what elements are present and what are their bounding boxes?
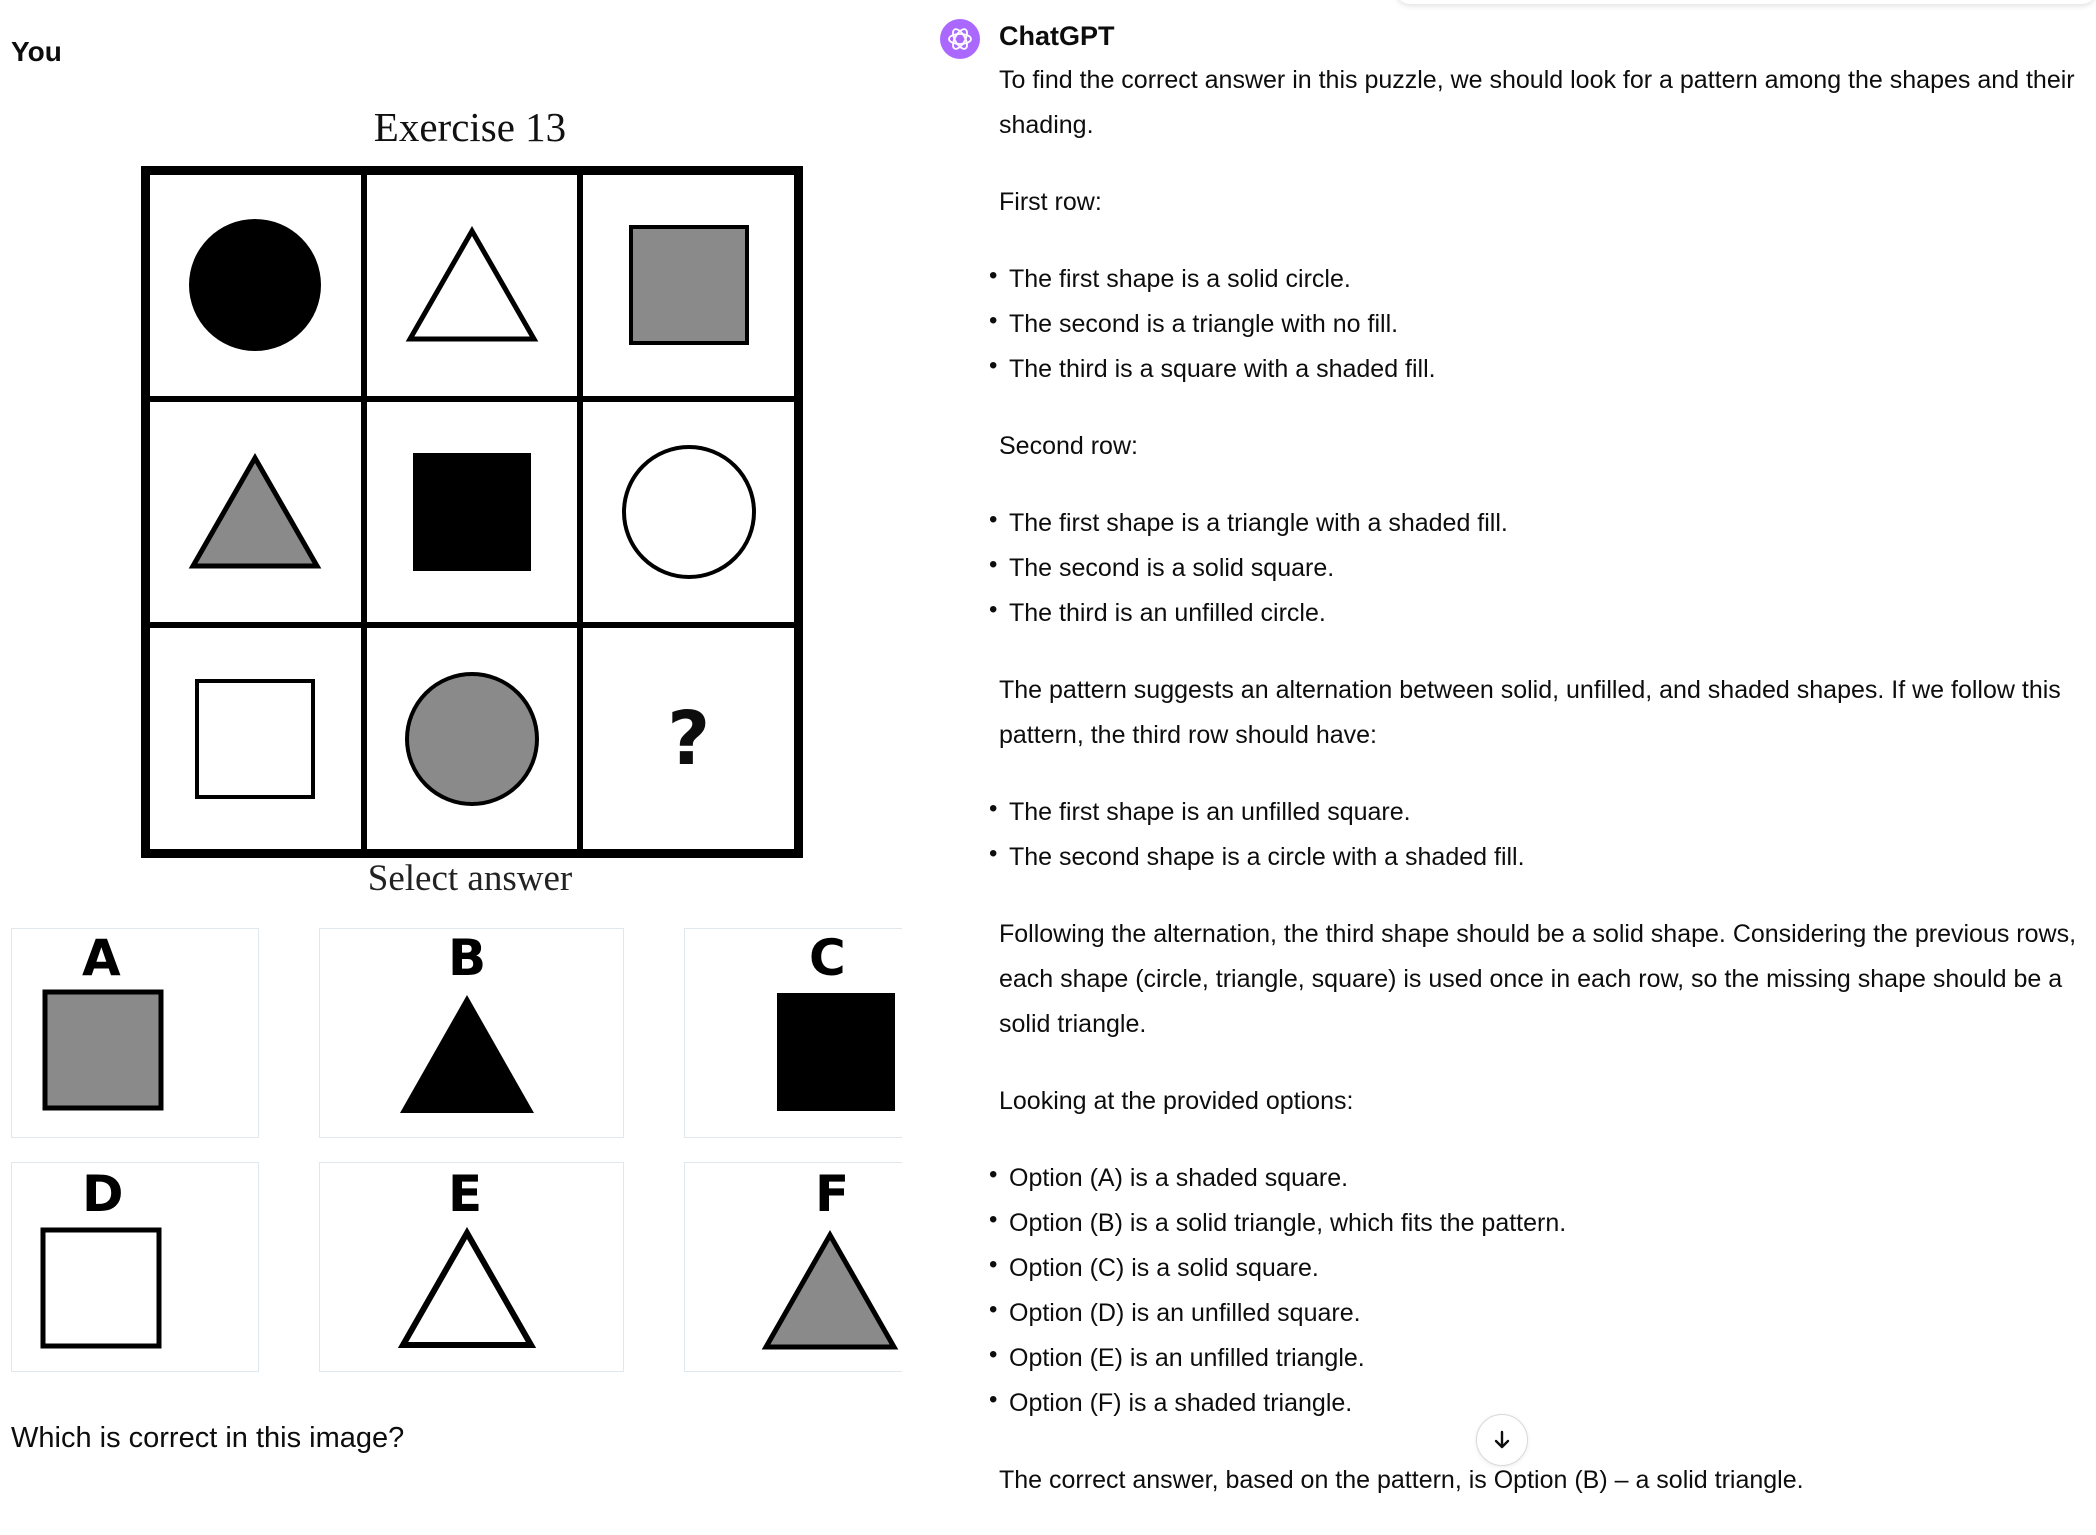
grid-cell-7 (147, 625, 364, 852)
assistant-name: ChatGPT (999, 21, 1115, 51)
shaded-circle-shape (404, 671, 539, 806)
option-letter: D (82, 1165, 124, 1223)
question-mark: ? (667, 695, 711, 782)
option-b: B (319, 928, 624, 1138)
row1-heading: First row: (999, 188, 1102, 216)
option-letter: F (815, 1165, 850, 1223)
option-letter: E (448, 1165, 483, 1223)
shaded-square-shape (628, 225, 749, 346)
solid-square-shape (777, 993, 895, 1111)
alternation-text: Following the alternation, the third sha… (999, 920, 2077, 1038)
grid-cell-2 (363, 172, 581, 399)
assistant-response: To find the correct answer in this puzzl… (989, 58, 2091, 1535)
grid-cell-6 (580, 398, 797, 626)
option-letter: A (82, 929, 121, 987)
list-item: Option (C) is a solid square. (989, 1242, 2091, 1291)
shaded-square-shape (42, 989, 164, 1111)
puzzle-title: Exercise 13 (373, 104, 567, 150)
option-f: F (684, 1162, 902, 1372)
list-item: Option (D) is an unfilled square. (989, 1287, 2091, 1336)
list-item: Option (A) is a shaded square. (989, 1152, 2091, 1201)
openai-logo-icon (948, 28, 972, 50)
list-item: The first shape is a triangle with a sha… (989, 497, 2091, 546)
list-item: Option (E) is an unfilled triangle. (989, 1332, 2091, 1381)
option-letter: C (809, 929, 846, 987)
grid-cell-8 (363, 625, 581, 852)
solid-circle-shape (189, 219, 322, 352)
list-item: The third is an unfilled circle. (989, 587, 2091, 636)
shaded-triangle-shape (189, 452, 322, 569)
option-letter: B (448, 929, 487, 987)
row3-list: The first shape is an unfilled square. T… (989, 786, 2091, 880)
list-item: The second is a triangle with no fill. (989, 298, 2091, 347)
pattern-text: The pattern suggests an alternation betw… (999, 676, 2061, 749)
unfilled-square-shape (40, 1227, 162, 1349)
option-a: A (11, 928, 259, 1138)
grid-cell-3 (580, 172, 797, 399)
list-item: The first shape is a solid circle. (989, 253, 2091, 302)
grid-cell-5 (363, 398, 581, 626)
list-item: Option (F) is a shaded triangle. (989, 1377, 2091, 1426)
options-list: Option (A) is a shaded square. Option (B… (989, 1152, 2091, 1426)
row2-list: The first shape is a triangle with a sha… (989, 497, 2091, 636)
grid-cell-4 (147, 398, 364, 626)
grid-cell-9: ? (580, 625, 797, 852)
solid-square-shape (412, 452, 531, 571)
option-d: D (11, 1162, 259, 1372)
scroll-down-button[interactable] (1476, 1414, 1528, 1466)
option-c: C (684, 928, 902, 1138)
shaded-triangle-shape (761, 1229, 899, 1350)
row1-list: The first shape is a solid circle. The s… (989, 253, 2091, 392)
arrow-down-icon (1494, 1430, 1510, 1449)
options-heading: Looking at the provided options: (999, 1087, 1354, 1115)
puzzle-grid: ? (141, 166, 803, 858)
intro-text: To find the correct answer in this puzzl… (999, 66, 2075, 139)
list-item: The third is a square with a shaded fill… (989, 343, 2091, 392)
unfilled-circle-shape (621, 444, 756, 579)
select-answer-label: Select answer (367, 858, 573, 899)
grid-cell-1 (147, 172, 364, 399)
option-e: E (319, 1162, 624, 1372)
row2-heading: Second row: (999, 432, 1138, 460)
conclusion-text: The correct answer, based on the pattern… (999, 1466, 1804, 1494)
top-panel-edge (1396, 0, 2096, 4)
solid-triangle-shape (400, 995, 534, 1113)
user-label: You (11, 36, 62, 67)
user-question: Which is correct in this image? (11, 1422, 405, 1454)
unfilled-triangle-shape (398, 1227, 536, 1348)
unfilled-square-shape (195, 678, 316, 799)
list-item: The second is a solid square. (989, 542, 2091, 591)
assistant-avatar (940, 19, 980, 59)
unfilled-triangle-shape (405, 226, 539, 342)
list-item: Option (B) is a solid triangle, which fi… (989, 1197, 2091, 1246)
list-item: The first shape is an unfilled square. (989, 786, 2091, 835)
list-item: The second shape is a circle with a shad… (989, 831, 2091, 880)
